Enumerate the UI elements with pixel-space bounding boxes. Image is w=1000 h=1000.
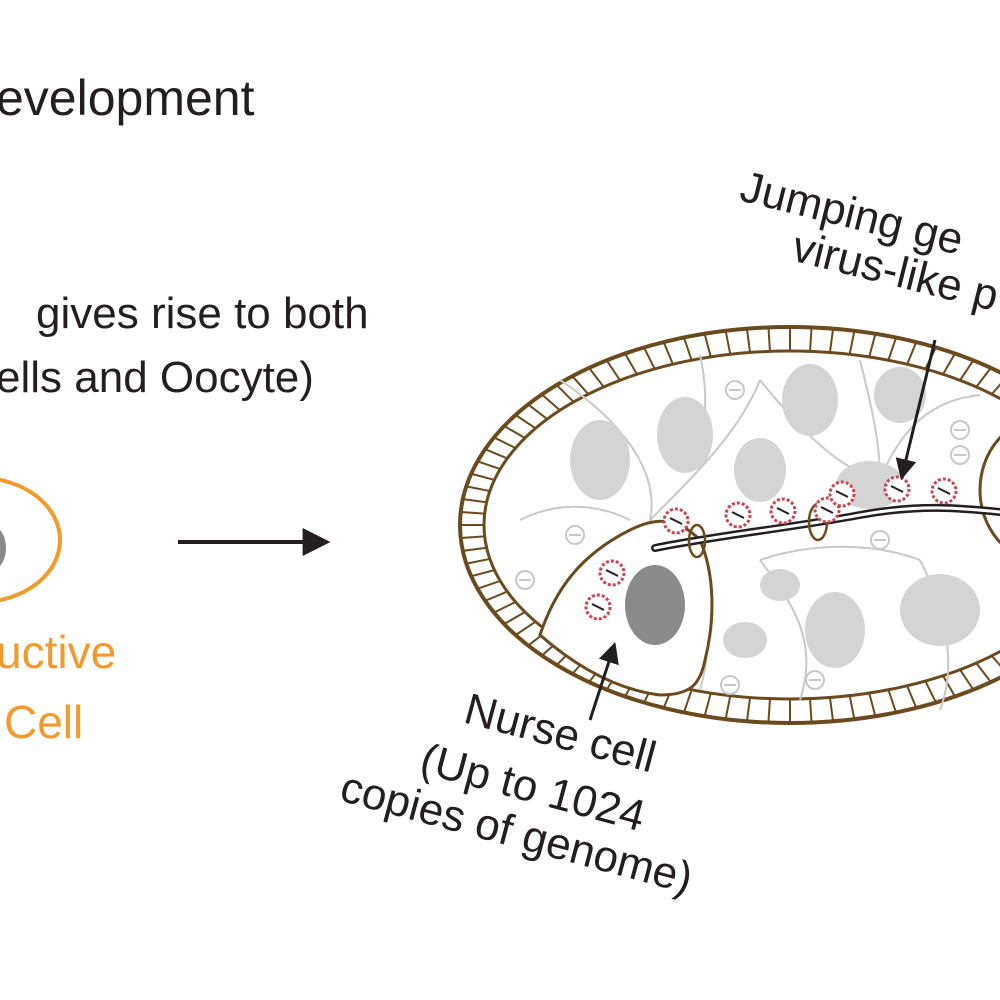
follicle-cell-tick: [477, 579, 501, 590]
follicle-cell-tick: [682, 689, 693, 713]
reproductive-cell: [0, 477, 62, 603]
follicle-cell-tick: [767, 327, 771, 352]
follicle-cell-tick: [809, 698, 813, 723]
follicle-cell-layer: [460, 327, 1000, 723]
follicle-cell-tick: [703, 333, 712, 358]
nucleus: [760, 569, 800, 601]
nucleus: [723, 622, 767, 658]
follicle-cell-tick: [466, 557, 491, 565]
virus-like-particle-core: [669, 517, 683, 525]
follicle-cell-tick: [959, 359, 975, 381]
follicle-cell-tick: [868, 333, 877, 358]
reproductive-cell-nucleus: [0, 529, 6, 567]
follicle-cell-tick: [848, 695, 856, 720]
follicle-cell-tick: [703, 692, 712, 717]
nurse-cell-nucleus: [625, 565, 685, 645]
nurse-cell-arrow: [588, 642, 619, 721]
virus-like-particle-core: [820, 506, 834, 514]
small-particles: [515, 380, 970, 695]
follicle-cell-tick: [470, 569, 495, 578]
follicle-cell-tick: [571, 375, 589, 395]
follicle-cell-tick: [515, 620, 537, 636]
follicle-cell-tick: [906, 341, 918, 365]
description-line-2: ells and Oocyte): [0, 353, 314, 402]
virus-like-particle-core: [591, 603, 605, 611]
cell-label-line-2: Cell: [4, 696, 83, 748]
follicle-cell-tick: [848, 330, 856, 355]
follicle-cell-tick: [975, 662, 992, 683]
follicle-cell-tick: [484, 448, 508, 460]
egg-chamber: [458, 325, 1000, 725]
follicle-cell-tick: [975, 367, 992, 388]
follicle-cell-tick: [605, 359, 621, 381]
follicle-cell-tick: [643, 346, 656, 370]
nucleus: [734, 438, 786, 502]
nucleus: [874, 367, 926, 423]
follicle-cell-tick: [942, 353, 956, 375]
virus-like-particle-core: [835, 490, 849, 498]
jumping-gene-arrow: [895, 339, 937, 481]
virus-like-particle-core: [937, 487, 951, 495]
follicle-cell-tick: [470, 472, 495, 481]
follicle-cell-tick: [588, 367, 605, 388]
follicle-cell-tick: [460, 535, 485, 539]
nucleus: [900, 574, 980, 646]
follicle-cell-tick: [959, 669, 975, 691]
virus-like-particle-core: [776, 507, 790, 515]
follicle-cell-tick: [503, 425, 526, 439]
follicle-cell-tick: [682, 337, 693, 361]
follicle-cell-tick: [906, 685, 918, 709]
follicle-cell-tick: [887, 337, 898, 361]
follicle-cell-tick: [466, 485, 491, 493]
virus-like-particles: [584, 475, 958, 621]
follicle-cell-tick: [724, 330, 732, 355]
follicle-cell-tick: [527, 403, 548, 420]
nucleus: [657, 397, 713, 473]
reproductive-cell-membrane: [0, 477, 62, 603]
follicle-cell-tick: [662, 341, 674, 365]
virus-like-particle-core: [605, 569, 619, 577]
follicle-cell-tick: [493, 601, 516, 614]
follicle-cell-tick: [462, 498, 487, 504]
cell-label-line-1: uctive: [0, 626, 116, 678]
follicle-cell-tick: [745, 328, 752, 353]
follicle-cell-tick: [462, 546, 487, 552]
follicle-cell-tick: [924, 680, 937, 704]
diagram-title: evelopment: [0, 70, 255, 126]
follicle-cell-tick: [809, 327, 813, 352]
ring-canal-junction: [687, 523, 707, 559]
follicle-cell-tick: [767, 698, 771, 723]
virus-like-particle-core: [731, 511, 745, 519]
virus-like-particle-core: [890, 485, 904, 493]
follicle-cell-tick: [515, 414, 537, 430]
follicle-cell-tick: [828, 328, 835, 353]
nucleus: [805, 592, 865, 668]
follicle-cell-tick: [828, 697, 835, 722]
nuclei: [570, 364, 980, 668]
oocyte: [978, 435, 1000, 545]
follicle-cell-tick: [484, 590, 508, 602]
follicle-cell-tick: [942, 675, 956, 697]
follicle-cell-tick: [503, 611, 526, 625]
nucleus: [782, 364, 838, 436]
follicle-cell-tick: [887, 689, 898, 713]
nucleus: [570, 420, 630, 500]
follicle-cell-tick: [624, 353, 638, 375]
follicle-cell-tick: [541, 393, 561, 412]
follicle-cell-tick: [868, 692, 877, 717]
follicle-cell-tick: [745, 697, 752, 722]
description-line-1: gives rise to both: [36, 289, 369, 338]
follicle-cell-tick: [493, 436, 516, 449]
follicle-cell-tick: [477, 460, 501, 471]
follicle-cell-tick: [460, 511, 485, 515]
follicle-cell-tick: [555, 384, 575, 403]
follicle-cell-tick: [724, 695, 732, 720]
